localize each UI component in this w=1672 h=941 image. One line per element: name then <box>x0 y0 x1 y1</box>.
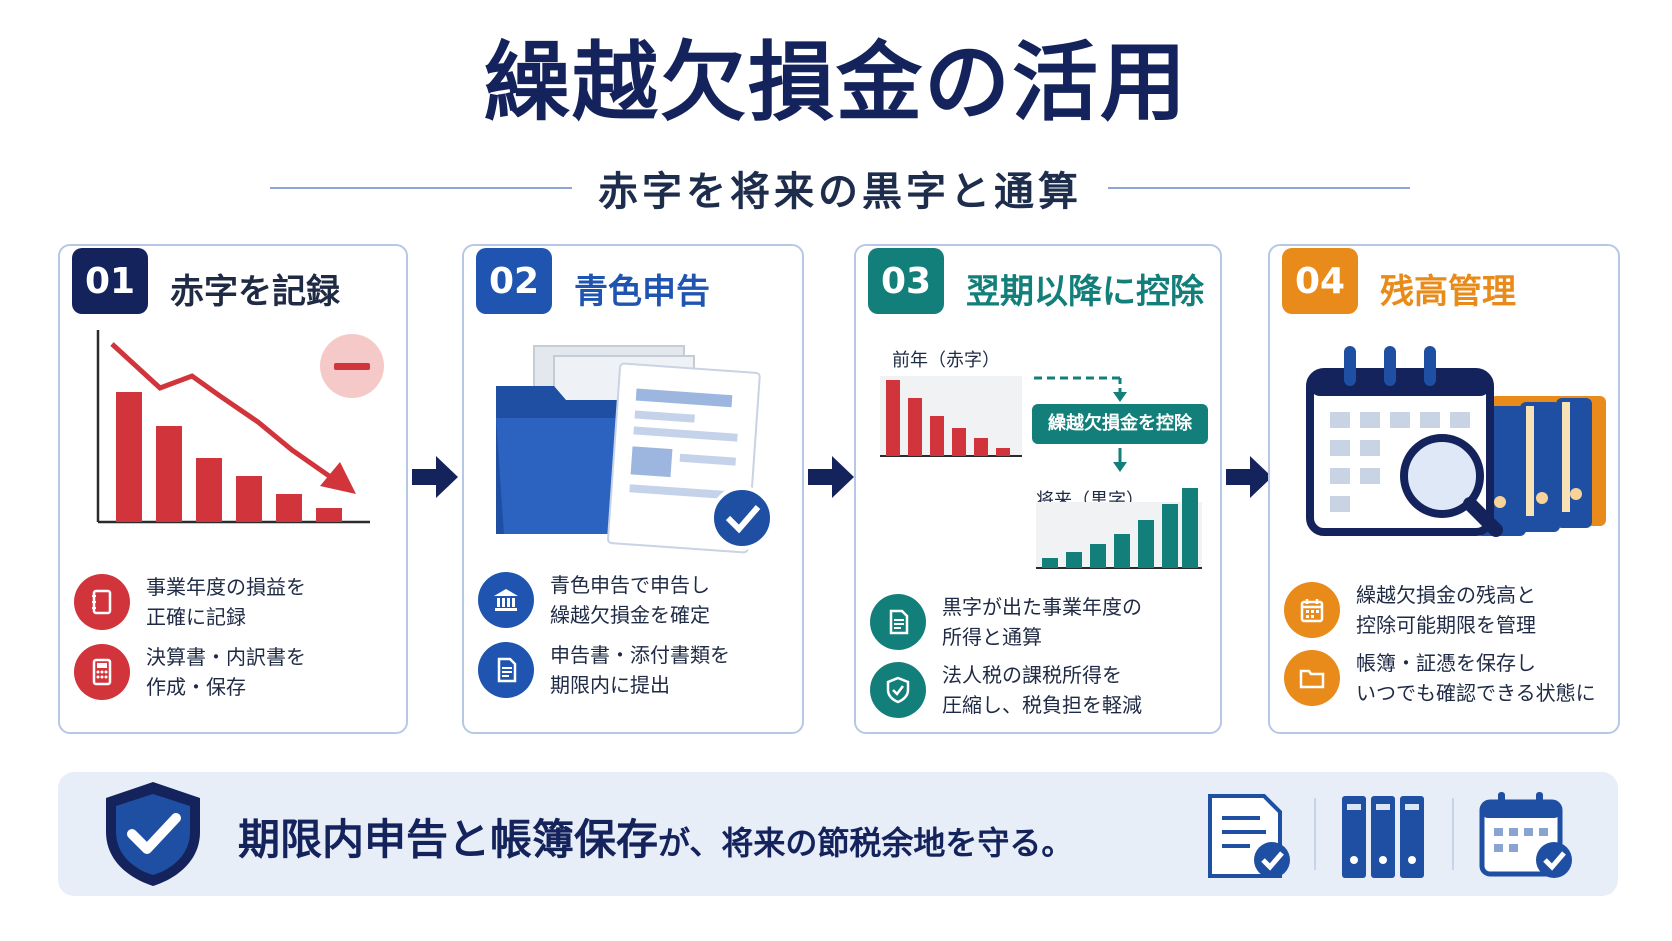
bottom-banner: 期限内申告と帳簿保存が、将来の節税余地を守る。 <box>58 772 1618 896</box>
item-text-line1: 帳簿・証憑を保存し <box>1356 651 1536 675</box>
item-text-line2: 作成・保存 <box>146 675 246 699</box>
item-text-line1: 黒字が出た事業年度の <box>942 595 1142 619</box>
step-01-item-2: 決算書・内訳書を 作成・保存 <box>74 642 306 702</box>
document-icon <box>478 642 534 698</box>
step-03-item-2: 法人税の課税所得を 圧縮し、税負担を軽減 <box>870 660 1142 720</box>
item-text-line1: 申告書・添付書類を <box>550 643 730 667</box>
item-text-line1: 事業年度の損益を <box>146 575 306 599</box>
page-subtitle: 赤字を将来の黒字と通算 <box>598 169 1082 215</box>
step-title: 残高管理 <box>1380 272 1516 312</box>
deduct-label: 繰越欠損金を控除 <box>1032 404 1208 444</box>
step-01-item-1: 事業年度の損益を 正確に記録 <box>74 572 306 632</box>
bottom-message-rest: が、将来の節税余地を守る。 <box>658 824 1074 862</box>
subtitle-row: 赤字を将来の黒字と通算 <box>270 160 1410 216</box>
item-text-line2: 所得と通算 <box>942 625 1042 649</box>
step-number-badge: 02 <box>476 248 552 314</box>
page-title: 繰越欠損金の活用 <box>484 33 1188 133</box>
flow-arrow-icon <box>412 456 458 498</box>
item-text-line2: 正確に記録 <box>146 605 246 629</box>
item-text-line1: 法人税の課税所得を <box>942 663 1122 687</box>
step-number-badge: 01 <box>72 248 148 314</box>
flow-arrow-icon <box>808 456 854 498</box>
calendar-icon <box>1284 582 1340 638</box>
calendar-magnifier-binders-icon <box>1306 346 1606 537</box>
step-card-04: 04 残高管理 繰越欠損金の残高と 控除可能期限を管理 <box>1268 244 1620 734</box>
bank-icon <box>478 572 534 628</box>
item-text-line2: 控除可能期限を管理 <box>1356 613 1536 637</box>
subtitle-rule-right <box>1108 187 1410 189</box>
bottom-message: 期限内申告と帳簿保存が、将来の節税余地を守る。 <box>238 806 1073 867</box>
notebook-icon <box>74 574 130 630</box>
document-check-icon <box>1208 794 1290 878</box>
step-title: 赤字を記録 <box>170 272 340 312</box>
shield-check-icon <box>870 662 926 718</box>
item-text-line1: 繰越欠損金の残高と <box>1356 583 1536 607</box>
step-number-badge: 04 <box>1282 248 1358 314</box>
binders-icon <box>1342 796 1424 878</box>
step-03-item-1: 黒字が出た事業年度の 所得と通算 <box>870 592 1142 652</box>
icon-separator <box>1452 798 1454 870</box>
item-text-line2: いつでも確認できる状態に <box>1356 681 1596 705</box>
item-text-line2: 圧縮し、税負担を軽減 <box>942 693 1142 717</box>
step-number-badge: 03 <box>868 248 944 314</box>
item-text-line2: 期限内に提出 <box>550 673 670 697</box>
folder-documents-icon <box>496 345 774 554</box>
step-02-item-1: 青色申告で申告し 繰越欠損金を確定 <box>478 570 710 630</box>
flow-arrow-icon <box>1226 456 1272 498</box>
shield-check-icon <box>106 782 200 886</box>
folder-icon <box>1284 650 1340 706</box>
item-text-line1: 決算書・内訳書を <box>146 645 306 669</box>
document-icon <box>870 594 926 650</box>
step-02-item-2: 申告書・添付書類を 期限内に提出 <box>478 640 730 700</box>
calendar-check-icon <box>1479 792 1572 878</box>
step-card-03: 03 翌期以降に控除 前年（赤字） 将来（黒字） 繰越欠損金を控除 黒字が出た事… <box>854 244 1222 734</box>
subtitle-rule-left <box>270 187 572 189</box>
step-04-item-2: 帳簿・証憑を保存し いつでも確認できる状態に <box>1284 648 1596 708</box>
item-text-line1: 青色申告で申告し <box>550 573 710 597</box>
icon-separator <box>1314 798 1316 870</box>
step-title: 翌期以降に控除 <box>966 272 1204 312</box>
declining-bar-chart-icon <box>96 330 384 524</box>
step-card-02: 02 青色申告 青色申告で申告し 繰越欠損金を確定 申 <box>462 244 804 734</box>
step-title: 青色申告 <box>574 272 710 312</box>
item-text-line2: 繰越欠損金を確定 <box>550 603 710 627</box>
calculator-icon <box>74 644 130 700</box>
loss-offset-chart-icon <box>880 376 1202 569</box>
step-card-01: 01 赤字を記録 事業年度の損益を 正確に記録 決算書・内訳書を 作成・保存 <box>58 244 408 734</box>
bottom-message-emphasis: 期限内申告と帳簿保存 <box>238 815 659 864</box>
chart-label-previous-year: 前年（赤字） <box>892 350 1000 371</box>
step-04-item-1: 繰越欠損金の残高と 控除可能期限を管理 <box>1284 580 1536 640</box>
